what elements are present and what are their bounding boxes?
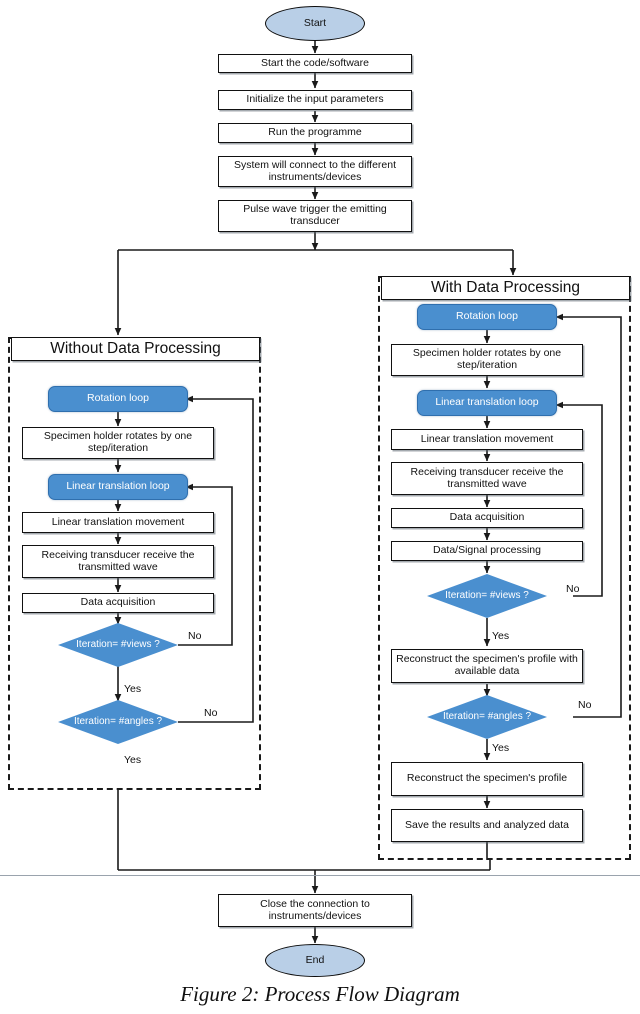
node-end: End <box>265 944 365 977</box>
node-close-connection: Close the connection to instruments/devi… <box>218 894 412 927</box>
node-right-linear-loop: Linear translation loop <box>417 390 557 416</box>
edge-label-left-angles-yes: Yes <box>124 754 142 766</box>
node-start-code: Start the code/software <box>218 54 412 73</box>
node-right-reconstruct-partial: Reconstruct the specimen's profile with … <box>391 649 583 683</box>
node-run-programme: Run the programme <box>218 123 412 143</box>
node-left-receive-wave: Receiving transducer receive the transmi… <box>22 545 214 578</box>
node-right-decision-views: Iteration= #views ? <box>427 574 547 618</box>
node-right-reconstruct-full: Reconstruct the specimen's profile <box>391 762 583 796</box>
node-right-linear-move: Linear translation movement <box>391 429 583 450</box>
group-title-without-data-processing: Without Data Processing <box>11 337 260 361</box>
edge-label-left-views-yes: Yes <box>124 683 142 695</box>
node-initialize-params: Initialize the input parameters <box>218 90 412 110</box>
node-right-rotate-step: Specimen holder rotates by one step/iter… <box>391 344 583 376</box>
node-right-decision-angles-label: Iteration= #angles ? <box>442 711 532 723</box>
group-title-with-data-processing: With Data Processing <box>381 276 630 300</box>
node-right-data-signal-processing: Data/Signal processing <box>391 541 583 561</box>
node-start: Start <box>265 6 365 41</box>
figure-caption: Figure 2: Process Flow Diagram <box>180 982 460 1006</box>
node-left-rotation-loop: Rotation loop <box>48 386 188 412</box>
node-right-decision-angles: Iteration= #angles ? <box>427 695 547 739</box>
edge-label-right-angles-yes: Yes <box>492 742 510 754</box>
edge-label-right-views-no: No <box>566 583 580 595</box>
node-left-decision-angles-label: Iteration= #angles ? <box>73 716 163 728</box>
node-right-receive-wave: Receiving transducer receive the transmi… <box>391 462 583 495</box>
node-right-data-acquisition: Data acquisition <box>391 508 583 528</box>
node-left-decision-views-label: Iteration= #views ? <box>76 639 160 651</box>
node-left-linear-loop: Linear translation loop <box>48 474 188 500</box>
node-system-connect: System will connect to the different ins… <box>218 156 412 187</box>
node-pulse-wave: Pulse wave trigger the emitting transduc… <box>218 200 412 232</box>
page-rule <box>0 875 640 877</box>
node-left-rotate-step: Specimen holder rotates by one step/iter… <box>22 427 214 459</box>
node-left-linear-move: Linear translation movement <box>22 512 214 533</box>
node-right-decision-views-label: Iteration= #views ? <box>445 590 529 602</box>
node-right-save-results: Save the results and analyzed data <box>391 809 583 842</box>
node-right-rotation-loop: Rotation loop <box>417 304 557 330</box>
node-left-data-acquisition: Data acquisition <box>22 593 214 613</box>
node-left-decision-views: Iteration= #views ? <box>58 623 178 667</box>
node-left-decision-angles: Iteration= #angles ? <box>58 700 178 744</box>
edge-label-right-views-yes: Yes <box>492 630 510 642</box>
edge-label-right-angles-no: No <box>578 699 592 711</box>
edge-label-left-angles-no: No <box>204 707 218 719</box>
edge-label-left-views-no: No <box>188 630 202 642</box>
